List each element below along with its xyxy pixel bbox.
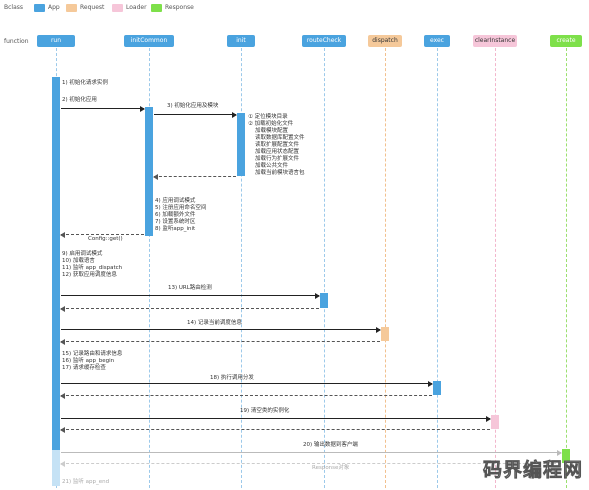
lifeline-dispatch <box>385 48 386 488</box>
run-steps-block-2: 15) 记录路由和请求信息 16) 监听 app_begin 17) 请求缓存检… <box>62 351 123 371</box>
legend-loader-swatch <box>112 4 123 12</box>
arrowhead-icon <box>557 450 562 456</box>
arrowhead-icon <box>428 381 433 387</box>
arrowhead-icon <box>486 416 491 422</box>
participant-dispatch: dispatch <box>368 35 402 47</box>
participant-routecheck: routeCheck <box>302 35 346 47</box>
initcommon-steps-block: 4) 应用调试模式 5) 注册应用命名空间 6) 加载额外文件 7) 设置系统时… <box>155 198 207 232</box>
return-13-arrow <box>60 306 319 312</box>
activation-clearinstance <box>491 415 499 429</box>
lifeline-init <box>241 48 242 488</box>
watermark-text: 码界编程网 <box>482 459 583 482</box>
arrowhead-icon <box>60 306 65 312</box>
activation-run <box>52 77 60 450</box>
arrowhead-icon <box>315 293 320 299</box>
participant-initcommon: initCommon <box>124 35 174 47</box>
message-3-arrow <box>154 112 237 118</box>
function-row-label: function <box>4 38 29 45</box>
legend-label: Bclass <box>4 4 24 11</box>
arrowhead-icon <box>376 327 381 333</box>
message-13-label: 13) URL路由检测 <box>168 285 212 291</box>
return-18-arrow <box>60 393 432 399</box>
legend-request-swatch <box>66 4 77 12</box>
response-object-label: Response对象 <box>312 465 350 471</box>
participant-create: create <box>550 35 582 47</box>
lifeline-initcommon <box>149 48 150 488</box>
participant-run: run <box>37 35 75 47</box>
response-return-arrow <box>60 461 561 467</box>
message-14-label: 14) 记录当前调度信息 <box>187 320 242 326</box>
activation-create <box>562 449 570 463</box>
message-13-arrow <box>61 293 320 299</box>
message-1-label: 1) 初始化请求实例 <box>62 80 108 86</box>
activation-dispatch <box>381 327 389 341</box>
activation-routecheck <box>320 293 328 308</box>
message-2-arrow <box>61 106 145 112</box>
arrowhead-icon <box>60 393 65 399</box>
legend-app-swatch <box>34 4 45 12</box>
arrowhead-icon <box>60 461 65 467</box>
activation-init <box>237 113 245 176</box>
participant-clearinstance: clearInstance <box>473 35 517 47</box>
arrowhead-icon <box>153 174 158 180</box>
return-initcommon-arrow <box>60 232 144 238</box>
message-20-arrow <box>61 450 562 456</box>
run-steps-block-1: 9) 启用调试模式 10) 加载语言 11) 监听 app_dispatch 1… <box>62 251 123 278</box>
legend-app-text: App <box>48 4 60 11</box>
message-2-label: 2) 初始化应用 <box>62 97 97 103</box>
arrowhead-icon <box>140 106 145 112</box>
arrowhead-icon <box>60 339 65 345</box>
return-19-arrow <box>60 427 490 433</box>
activation-run-end <box>52 450 60 486</box>
participant-exec: exec <box>424 35 450 47</box>
arrowhead-icon <box>60 232 65 238</box>
message-18-arrow <box>61 381 433 387</box>
init-steps-block: ① 定位模块目录 ② 加载初始化文件 加载模块配置 读取数据库配置文件 读取扩展… <box>248 114 305 176</box>
activation-exec <box>433 381 441 395</box>
message-21-label: 21) 监听 app_end <box>62 479 110 485</box>
message-20-label: 20) 输出数据到客户端 <box>303 442 358 448</box>
arrowhead-icon <box>60 427 65 433</box>
legend-request-text: Request <box>80 4 105 11</box>
message-19-arrow <box>61 416 491 422</box>
legend-loader-text: Loader <box>126 4 147 11</box>
arrowhead-icon <box>232 112 237 118</box>
return-init-arrow <box>153 174 236 180</box>
lifeline-clearinstance <box>495 48 496 488</box>
lifeline-exec <box>437 48 438 488</box>
config-get-label: Config::get() <box>88 236 123 242</box>
message-18-label: 18) 执行调用分发 <box>210 375 254 381</box>
legend-response-swatch <box>151 4 162 12</box>
message-14-arrow <box>61 327 381 333</box>
lifeline-routecheck <box>324 48 325 488</box>
participant-init: init <box>227 35 255 47</box>
lifeline-create <box>566 48 567 488</box>
activation-initcommon <box>145 107 153 236</box>
return-14-arrow <box>60 339 380 345</box>
message-19-label: 19) 清空类的实例化 <box>240 408 290 414</box>
message-3-label: 3) 初始化应用及模块 <box>167 103 219 109</box>
legend-response-text: Response <box>165 4 194 11</box>
